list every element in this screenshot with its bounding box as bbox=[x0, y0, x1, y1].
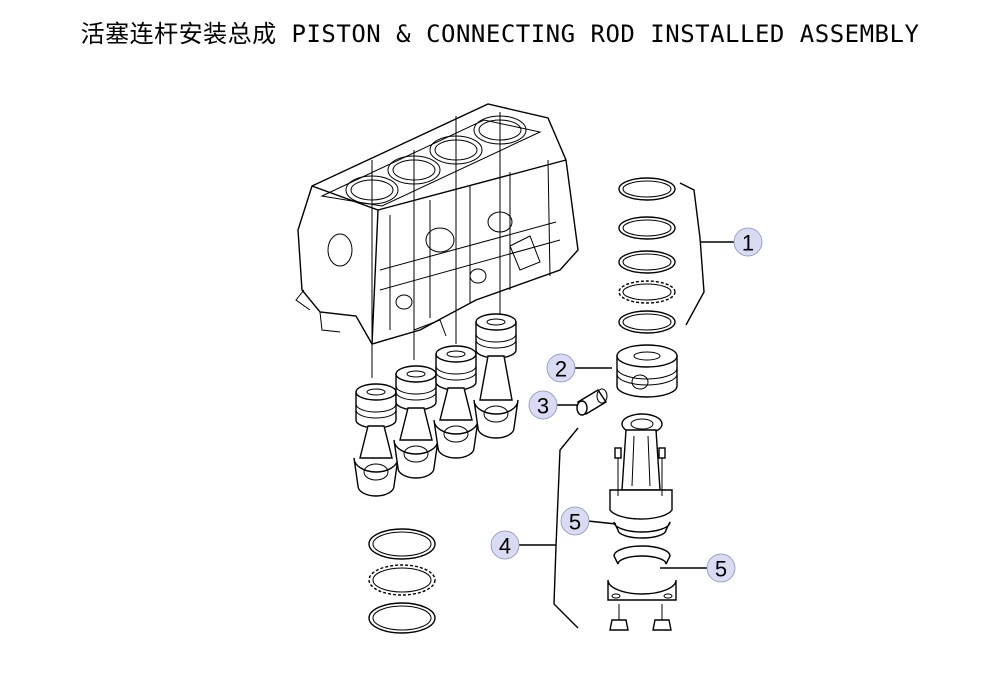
callout-2: 2 bbox=[546, 353, 576, 383]
callout-4: 4 bbox=[490, 530, 520, 560]
callout-5-lower: 5 bbox=[706, 553, 736, 583]
diagram-title: 活塞连杆安装总成 PISTON & CONNECTING ROD INSTALL… bbox=[80, 20, 920, 48]
svg-text:3: 3 bbox=[537, 394, 549, 419]
leader-lines bbox=[518, 182, 734, 629]
piston-rod-assembly bbox=[393, 365, 439, 479]
lower-ring-set bbox=[368, 528, 436, 634]
piston-rod-assembly bbox=[353, 383, 399, 497]
svg-text:2: 2 bbox=[555, 357, 567, 382]
svg-text:5: 5 bbox=[715, 557, 727, 582]
piston-rod-assembly bbox=[433, 345, 479, 459]
engine-block bbox=[295, 103, 579, 378]
svg-text:1: 1 bbox=[742, 231, 754, 256]
svg-text:5: 5 bbox=[569, 510, 581, 535]
piston bbox=[616, 344, 678, 398]
callout-1: 1 bbox=[733, 227, 763, 257]
piston-rod-assemblies bbox=[353, 313, 519, 497]
connecting-rod bbox=[607, 413, 677, 631]
svg-text:4: 4 bbox=[499, 534, 511, 559]
callout-3: 3 bbox=[528, 390, 558, 420]
piston-pin bbox=[576, 388, 608, 416]
callout-5-upper: 5 bbox=[560, 506, 590, 536]
piston-rod-assembly bbox=[473, 313, 519, 439]
piston-ring-set bbox=[618, 177, 676, 334]
